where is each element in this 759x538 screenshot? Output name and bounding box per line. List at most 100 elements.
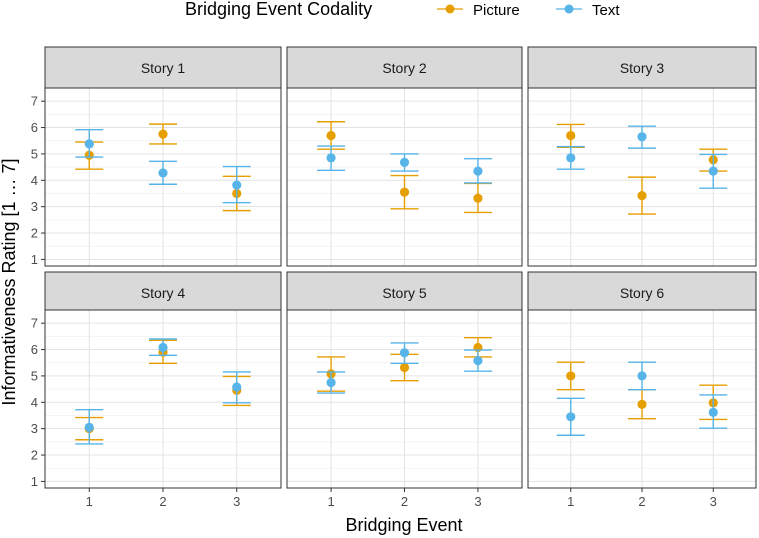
x-tick-label: 2: [401, 494, 408, 509]
y-tick-label: 2: [31, 448, 38, 463]
data-point-group-text: [699, 394, 728, 429]
y-tick-label: 1: [31, 252, 38, 267]
facet-story-2: Story 2: [286, 46, 523, 267]
y-tick-label: 4: [31, 395, 38, 410]
x-tick-label: 2: [638, 494, 645, 509]
data-point-group-picture: [149, 123, 177, 145]
panel-border: [286, 87, 523, 267]
facet-story-3: Story 3: [527, 46, 757, 267]
x-tick-label: 3: [710, 494, 717, 509]
x-axis-title: Bridging Event: [345, 515, 462, 535]
y-tick-label: 6: [31, 342, 38, 357]
facet-strip: [527, 271, 757, 311]
legend-item-text: Text: [556, 2, 620, 19]
data-point-text: [637, 132, 647, 142]
panel-border: [527, 309, 757, 489]
x-tick-label: 2: [159, 494, 166, 509]
panel-border: [44, 309, 282, 489]
data-point-group-text: [149, 160, 177, 185]
data-point-text: [566, 412, 576, 422]
data-point-group-text: [463, 349, 492, 372]
data-point-group-text: [390, 342, 419, 364]
legend-key-text-dot: [564, 4, 574, 14]
data-point-text: [84, 422, 94, 432]
data-point-text: [399, 157, 410, 167]
facet-strip-label: Story 4: [141, 285, 186, 301]
facet-strip: [527, 46, 757, 89]
data-point-picture: [158, 129, 168, 139]
data-point-picture: [399, 362, 410, 373]
data-point-group-text: [699, 153, 728, 189]
data-point-group-text: [463, 157, 492, 184]
data-point-group-picture: [556, 361, 585, 391]
data-point-text: [473, 356, 483, 366]
facet-strip-label: Story 1: [141, 60, 186, 76]
facet-strip: [286, 271, 523, 311]
data-point-picture: [326, 130, 336, 141]
data-point-group-text: [317, 371, 346, 394]
panel-border: [44, 87, 282, 267]
data-point-text: [637, 371, 647, 381]
y-tick-label: 2: [31, 226, 38, 241]
data-point-picture: [637, 399, 647, 410]
data-point-group-text: [628, 125, 656, 149]
data-point-group-text: [222, 165, 251, 204]
facet-story-4: Story 4 1 2 3 4 5 6 7 1 2 3: [31, 271, 282, 509]
data-point-group-picture: [628, 176, 656, 215]
data-point-picture: [637, 190, 647, 201]
data-point-text: [158, 342, 168, 353]
y-tick-label: 4: [31, 173, 38, 188]
facet-strip-label: Story 3: [620, 60, 665, 76]
data-point-picture: [566, 130, 576, 141]
y-tick-label: 6: [31, 120, 38, 135]
data-point-text: [232, 382, 242, 392]
data-point-group-text: [75, 408, 104, 445]
data-point-group-text: [75, 128, 104, 158]
data-point-group-text: [556, 145, 585, 170]
data-point-text: [158, 168, 168, 178]
facet-strip-label: Story 5: [382, 285, 427, 301]
y-tick-label: 5: [31, 146, 38, 161]
panel-border: [527, 87, 757, 267]
x-tick-label: 1: [86, 494, 93, 509]
legend: Bridging Event Codality Picture Text: [185, 0, 620, 19]
legend-item-picture: Picture: [437, 2, 520, 19]
facet-story-5: Story 5 1 2 3: [286, 271, 523, 509]
data-point-picture: [399, 187, 410, 197]
data-point-group-text: [628, 361, 656, 391]
data-point-text: [708, 166, 718, 176]
x-tick-label: 3: [474, 494, 481, 509]
y-tick-label: 5: [31, 368, 38, 383]
legend-title: Bridging Event Codality: [185, 0, 372, 19]
data-point-text: [399, 348, 410, 358]
data-point-group-text: [556, 397, 585, 436]
y-tick-label: 3: [31, 199, 38, 214]
data-point-group-picture: [390, 174, 419, 210]
facet-strip-label: Story 2: [382, 60, 427, 76]
data-point-text: [326, 377, 336, 388]
data-point-picture: [566, 371, 576, 381]
data-point-group-picture: [317, 121, 346, 150]
data-point-text: [473, 166, 483, 176]
legend-key-picture-dot: [445, 4, 455, 14]
panel-border: [286, 309, 523, 489]
data-point-group-text: [317, 145, 346, 171]
y-tick-label: 7: [31, 316, 38, 331]
x-tick-label: 1: [327, 494, 334, 509]
facet-panels: Story 1 1 2 3 4 5 6 7 Story 2 Story 3 Story 4 1 2 3 4 5…: [31, 46, 757, 509]
data-point-text: [326, 153, 336, 163]
data-point-text: [84, 139, 94, 149]
facet-strip: [44, 271, 282, 311]
y-tick-label: 3: [31, 421, 38, 436]
data-point-picture: [473, 193, 483, 203]
y-tick-label: 1: [31, 474, 38, 489]
data-point-group-text: [149, 338, 177, 357]
data-point-text: [232, 180, 242, 190]
data-point-group-text: [222, 371, 251, 404]
x-tick-label: 3: [233, 494, 240, 509]
legend-label-picture: Picture: [473, 2, 520, 19]
legend-label-text: Text: [592, 2, 620, 19]
